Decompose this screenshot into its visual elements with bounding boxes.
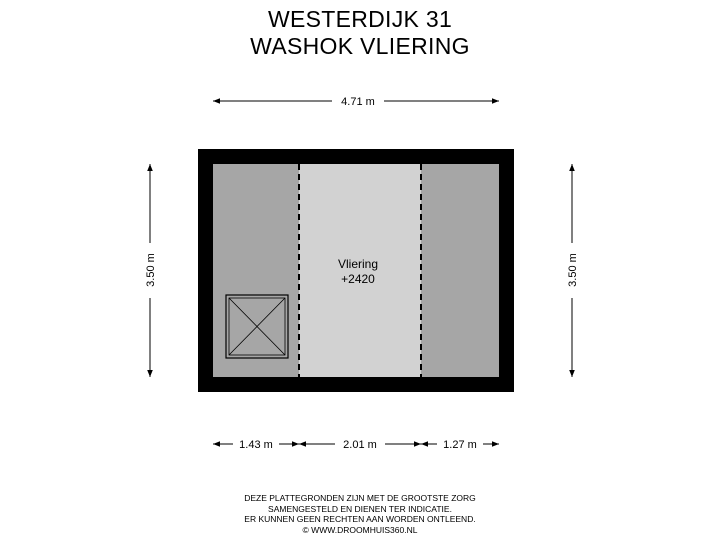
- right-dimension-label: 3.50 m: [567, 253, 579, 287]
- left-dimension: 3.50 m: [145, 164, 157, 377]
- bottom-dimensions: 1.43 m 2.01 m 1.27 m: [213, 439, 499, 451]
- right-dimension: 3.50 m: [567, 164, 579, 377]
- disclaimer-line-3: ER KUNNEN GEEN RECHTEN AAN WORDEN ONTLEE…: [244, 514, 476, 524]
- disclaimer-line-1: DEZE PLATTEGRONDEN ZIJN MET DE GROOTSTE …: [244, 493, 476, 503]
- bottom-right-dimension-label: 1.27 m: [443, 439, 477, 451]
- top-dimension-label: 4.71 m: [341, 96, 375, 108]
- left-dimension-label: 3.50 m: [145, 253, 157, 287]
- bottom-left-dimension-label: 1.43 m: [239, 439, 273, 451]
- right-low-zone: [421, 164, 499, 377]
- room-name: Vliering: [338, 257, 378, 271]
- main-zone: [299, 164, 421, 377]
- room-level: +2420: [341, 272, 375, 286]
- bottom-middle-dimension-label: 2.01 m: [343, 439, 377, 451]
- hatch-opening: [225, 294, 289, 359]
- disclaimer: DEZE PLATTEGRONDEN ZIJN MET DE GROOTSTE …: [0, 493, 720, 535]
- disclaimer-line-2: SAMENGESTELD EN DIENEN TER INDICATIE.: [268, 503, 452, 514]
- plan-subtitle: WASHOK VLIERING: [250, 33, 470, 59]
- copyright-line: © WWW.DROOMHUIS360.NL: [302, 524, 418, 535]
- top-dimension: 4.71 m: [213, 96, 499, 108]
- plan-title: WESTERDIJK 31: [267, 6, 453, 32]
